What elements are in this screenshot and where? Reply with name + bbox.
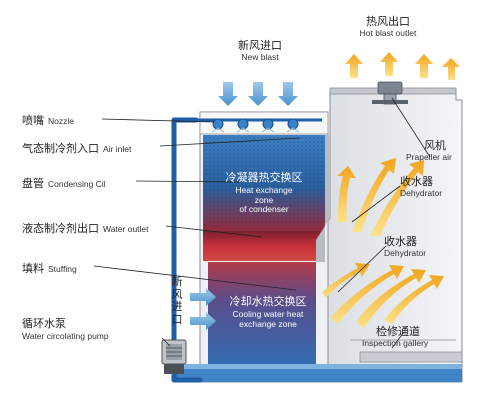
new-blast-en: New blast [241,52,279,62]
nozzle-icon [211,118,225,133]
new-air-arrows-side [190,288,216,330]
hot-air-flow-lower [322,263,444,328]
curved-arrow-icon [337,166,356,222]
dehydrator-lower-label: 收水器 Dehydrator [384,235,427,258]
new-blast-label: 新风进口 New blast [224,40,296,62]
condenser-zone [203,135,330,262]
fan-icon [372,81,408,105]
right-arrow-icon [190,312,216,330]
up-arrow-icon [345,54,363,78]
right-arrow-icon [190,288,216,306]
pump-label: 循环水泵 Water circolating pump [22,317,109,341]
up-arrow-icon [415,54,433,78]
leader-lines [93,97,431,349]
cooling-zone-label: 冷却水热交换区 Cooling water heat exchange zone [229,295,307,329]
condenser-zone-label: 冷凝器热交换区 Heat exchange zone of condenser [225,171,303,214]
down-arrow-icon [218,82,238,106]
hot-outlet-en: Hot blast outlet [359,28,417,38]
inspection-gallery-label: 检修通道 Inspection gallery [362,325,429,348]
curved-arrow-icon [370,160,424,236]
pump-icon [161,339,187,374]
curved-arrow-icon [384,275,444,324]
down-arrow-icon [248,82,268,106]
water-pipe [171,117,203,383]
down-arrow-icon [278,82,298,106]
nozzle-icon [286,118,300,133]
up-arrow-icon [380,52,398,76]
side-inlet-label: 新 风 进 口 [171,275,183,326]
curved-arrow-icon [356,269,426,328]
up-arrow-icon [442,58,460,80]
nozzle-icon [236,118,250,133]
curved-arrow-icon [322,263,370,298]
nozzles [211,118,300,133]
curved-arrow-icon [330,265,404,324]
dehydrator-upper-label: 收水器 Dehydrator [400,175,443,198]
inspection-gallery [350,339,463,363]
fan-label: 风机 Prapeller air [406,139,452,162]
hot-air-outlet-arrows [345,52,460,80]
new-blast-cn: 新风进口 [238,39,282,52]
nozzle-icon [261,118,275,133]
new-air-arrows-top [218,82,298,106]
hot-outlet-label: 热风出口 Hot blast outlet [340,16,436,38]
hot-outlet-cn: 热风出口 [366,15,410,28]
